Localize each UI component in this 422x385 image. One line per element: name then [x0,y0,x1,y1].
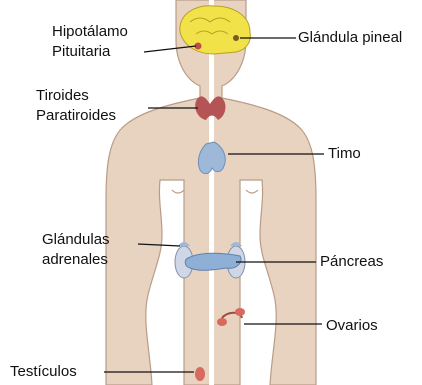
label-thyroid: Tiroides [36,86,89,105]
label-adrenal-line1: Glándulas [42,230,110,249]
label-testicles: Testículos [10,362,77,381]
pancreas [185,253,241,270]
label-adrenal-line2: adrenales [42,250,108,269]
label-thymus: Timo [328,144,361,163]
midline-divider [209,0,214,385]
label-pineal: Glándula pineal [298,28,402,47]
label-hypothalamus: Hipotálamo [52,22,128,41]
label-pituitary: Pituitaria [52,42,110,61]
pineal-gland [233,35,239,41]
chest-mark-right [246,190,258,193]
label-parathyroid: Paratiroides [36,106,116,125]
label-pancreas: Páncreas [320,252,383,271]
label-ovaries: Ovarios [326,316,378,335]
chest-mark-left [172,190,184,193]
testicle [195,367,205,381]
ovary-left [217,318,227,326]
ovary [235,308,245,316]
